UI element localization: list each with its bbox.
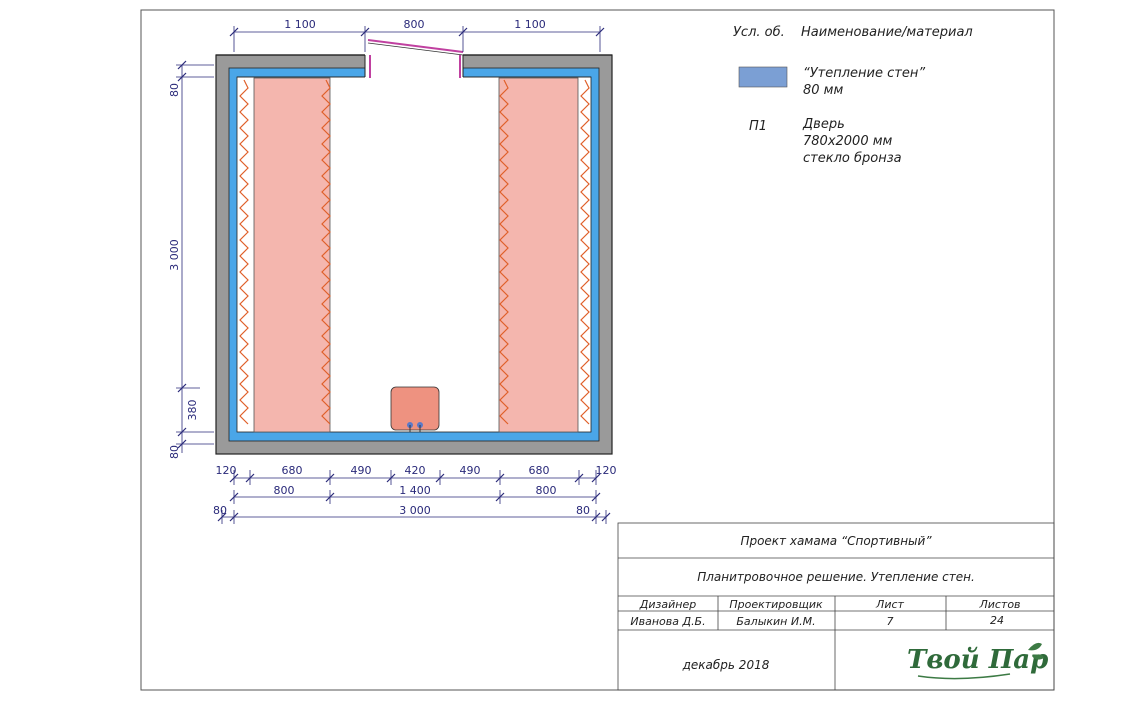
legend-swatch-insulation [738, 66, 788, 88]
header-sheets: Листов [978, 598, 1020, 611]
legend-item2-line1: Дверь [802, 117, 845, 132]
project-title: Проект хамама “Спортивный” [740, 534, 932, 548]
legend-item1-line1: “Утепление стен” [803, 66, 925, 81]
dim-top-3: 1 100 [514, 18, 546, 31]
header-sheet: Лист [875, 598, 904, 611]
header-engineer: Проектировщик [729, 598, 823, 611]
bench-left [253, 77, 331, 433]
value-designer: Иванова Д.Б. [630, 615, 705, 628]
dim-b2-2: 1 400 [399, 484, 431, 497]
leaf-icon [1028, 642, 1044, 660]
dim-b1-6: 680 [529, 464, 550, 477]
legend-item2-symbol: П1 [749, 119, 767, 134]
legend-item1-line2: 80 мм [803, 83, 843, 98]
zigzag-right-outer [580, 79, 590, 425]
title-block [617, 522, 1055, 691]
dim-top-2: 800 [404, 18, 425, 31]
company-logo: Твой Пар [907, 642, 1048, 680]
zigzag-left-inner [321, 79, 331, 425]
legend-item2-line3: стекло бронза [803, 151, 902, 166]
dim-b2-1: 800 [274, 484, 295, 497]
dim-left-1: 80 [168, 83, 181, 97]
logo-text: Твой Пар [907, 645, 1048, 675]
zigzag-left-outer [239, 79, 249, 425]
floor-plan [215, 39, 613, 455]
dim-b3-1: 80 [213, 504, 227, 517]
legend-item2-line2: 780x2000 мм [803, 134, 893, 149]
door-leaf [367, 39, 464, 53]
dim-b1-4: 420 [405, 464, 426, 477]
dim-b1-5: 490 [460, 464, 481, 477]
dim-b1-7: 120 [596, 464, 617, 477]
value-sheet: 7 [887, 615, 894, 628]
dim-b1-1: 120 [216, 464, 237, 477]
dim-b3-2: 3 000 [399, 504, 431, 517]
legend: Усл. об. Наименование/материал “Утеплени… [733, 25, 973, 166]
door-opening-room [365, 70, 463, 80]
dim-b1-2: 680 [282, 464, 303, 477]
date: декабрь 2018 [682, 658, 770, 672]
zigzag-right-inner [499, 79, 509, 425]
bench-right [498, 77, 579, 433]
logo-swash [917, 673, 1011, 680]
dim-left-3: 380 [186, 400, 199, 421]
header-designer: Дизайнер [639, 598, 696, 611]
legend-header-name: Наименование/материал [801, 25, 973, 40]
dim-left-4: 80 [168, 445, 181, 459]
dim-left-2: 3 000 [168, 239, 181, 271]
dimension-ticks [177, 27, 611, 522]
dim-b3-3: 80 [576, 504, 590, 517]
sheet-title: Планитровочное решение. Утепление стен. [697, 570, 975, 584]
sheet-frame [140, 9, 1055, 691]
legend-header-symbol: Усл. об. [733, 25, 785, 40]
dim-b2-3: 800 [536, 484, 557, 497]
value-sheets: 24 [990, 614, 1004, 627]
value-engineer: Балыкин И.М. [736, 615, 815, 628]
dim-b1-3: 490 [351, 464, 372, 477]
dim-top-1: 1 100 [284, 18, 316, 31]
steam-generator [390, 386, 440, 431]
